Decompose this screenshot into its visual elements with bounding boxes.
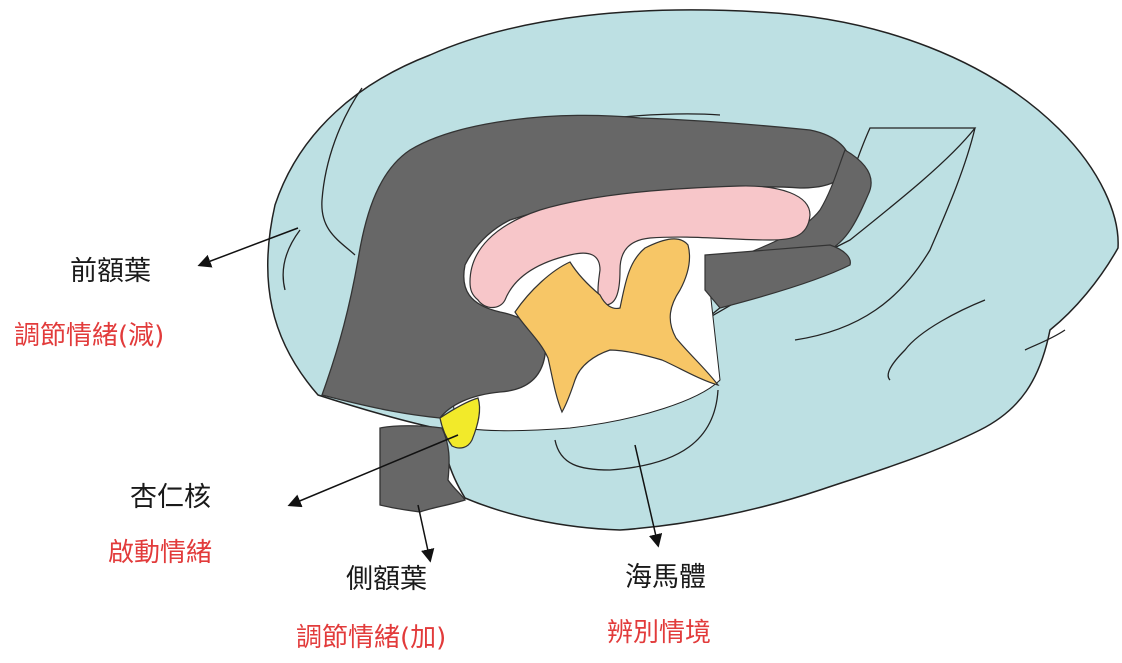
- hippocampus-function: 辨別情境: [607, 620, 711, 646]
- temporal-function: 調節情緒(加): [296, 625, 446, 651]
- prefrontal-name: 前額葉: [70, 258, 151, 285]
- temporal-arrow: [418, 505, 430, 560]
- amygdala-name: 杏仁核: [130, 484, 211, 511]
- temporal-name: 側額葉: [346, 566, 427, 593]
- hippocampus-name: 海馬體: [625, 564, 706, 591]
- amygdala-function: 啟動情緒: [108, 540, 212, 566]
- prefrontal-function: 調節情緒(減): [14, 323, 164, 349]
